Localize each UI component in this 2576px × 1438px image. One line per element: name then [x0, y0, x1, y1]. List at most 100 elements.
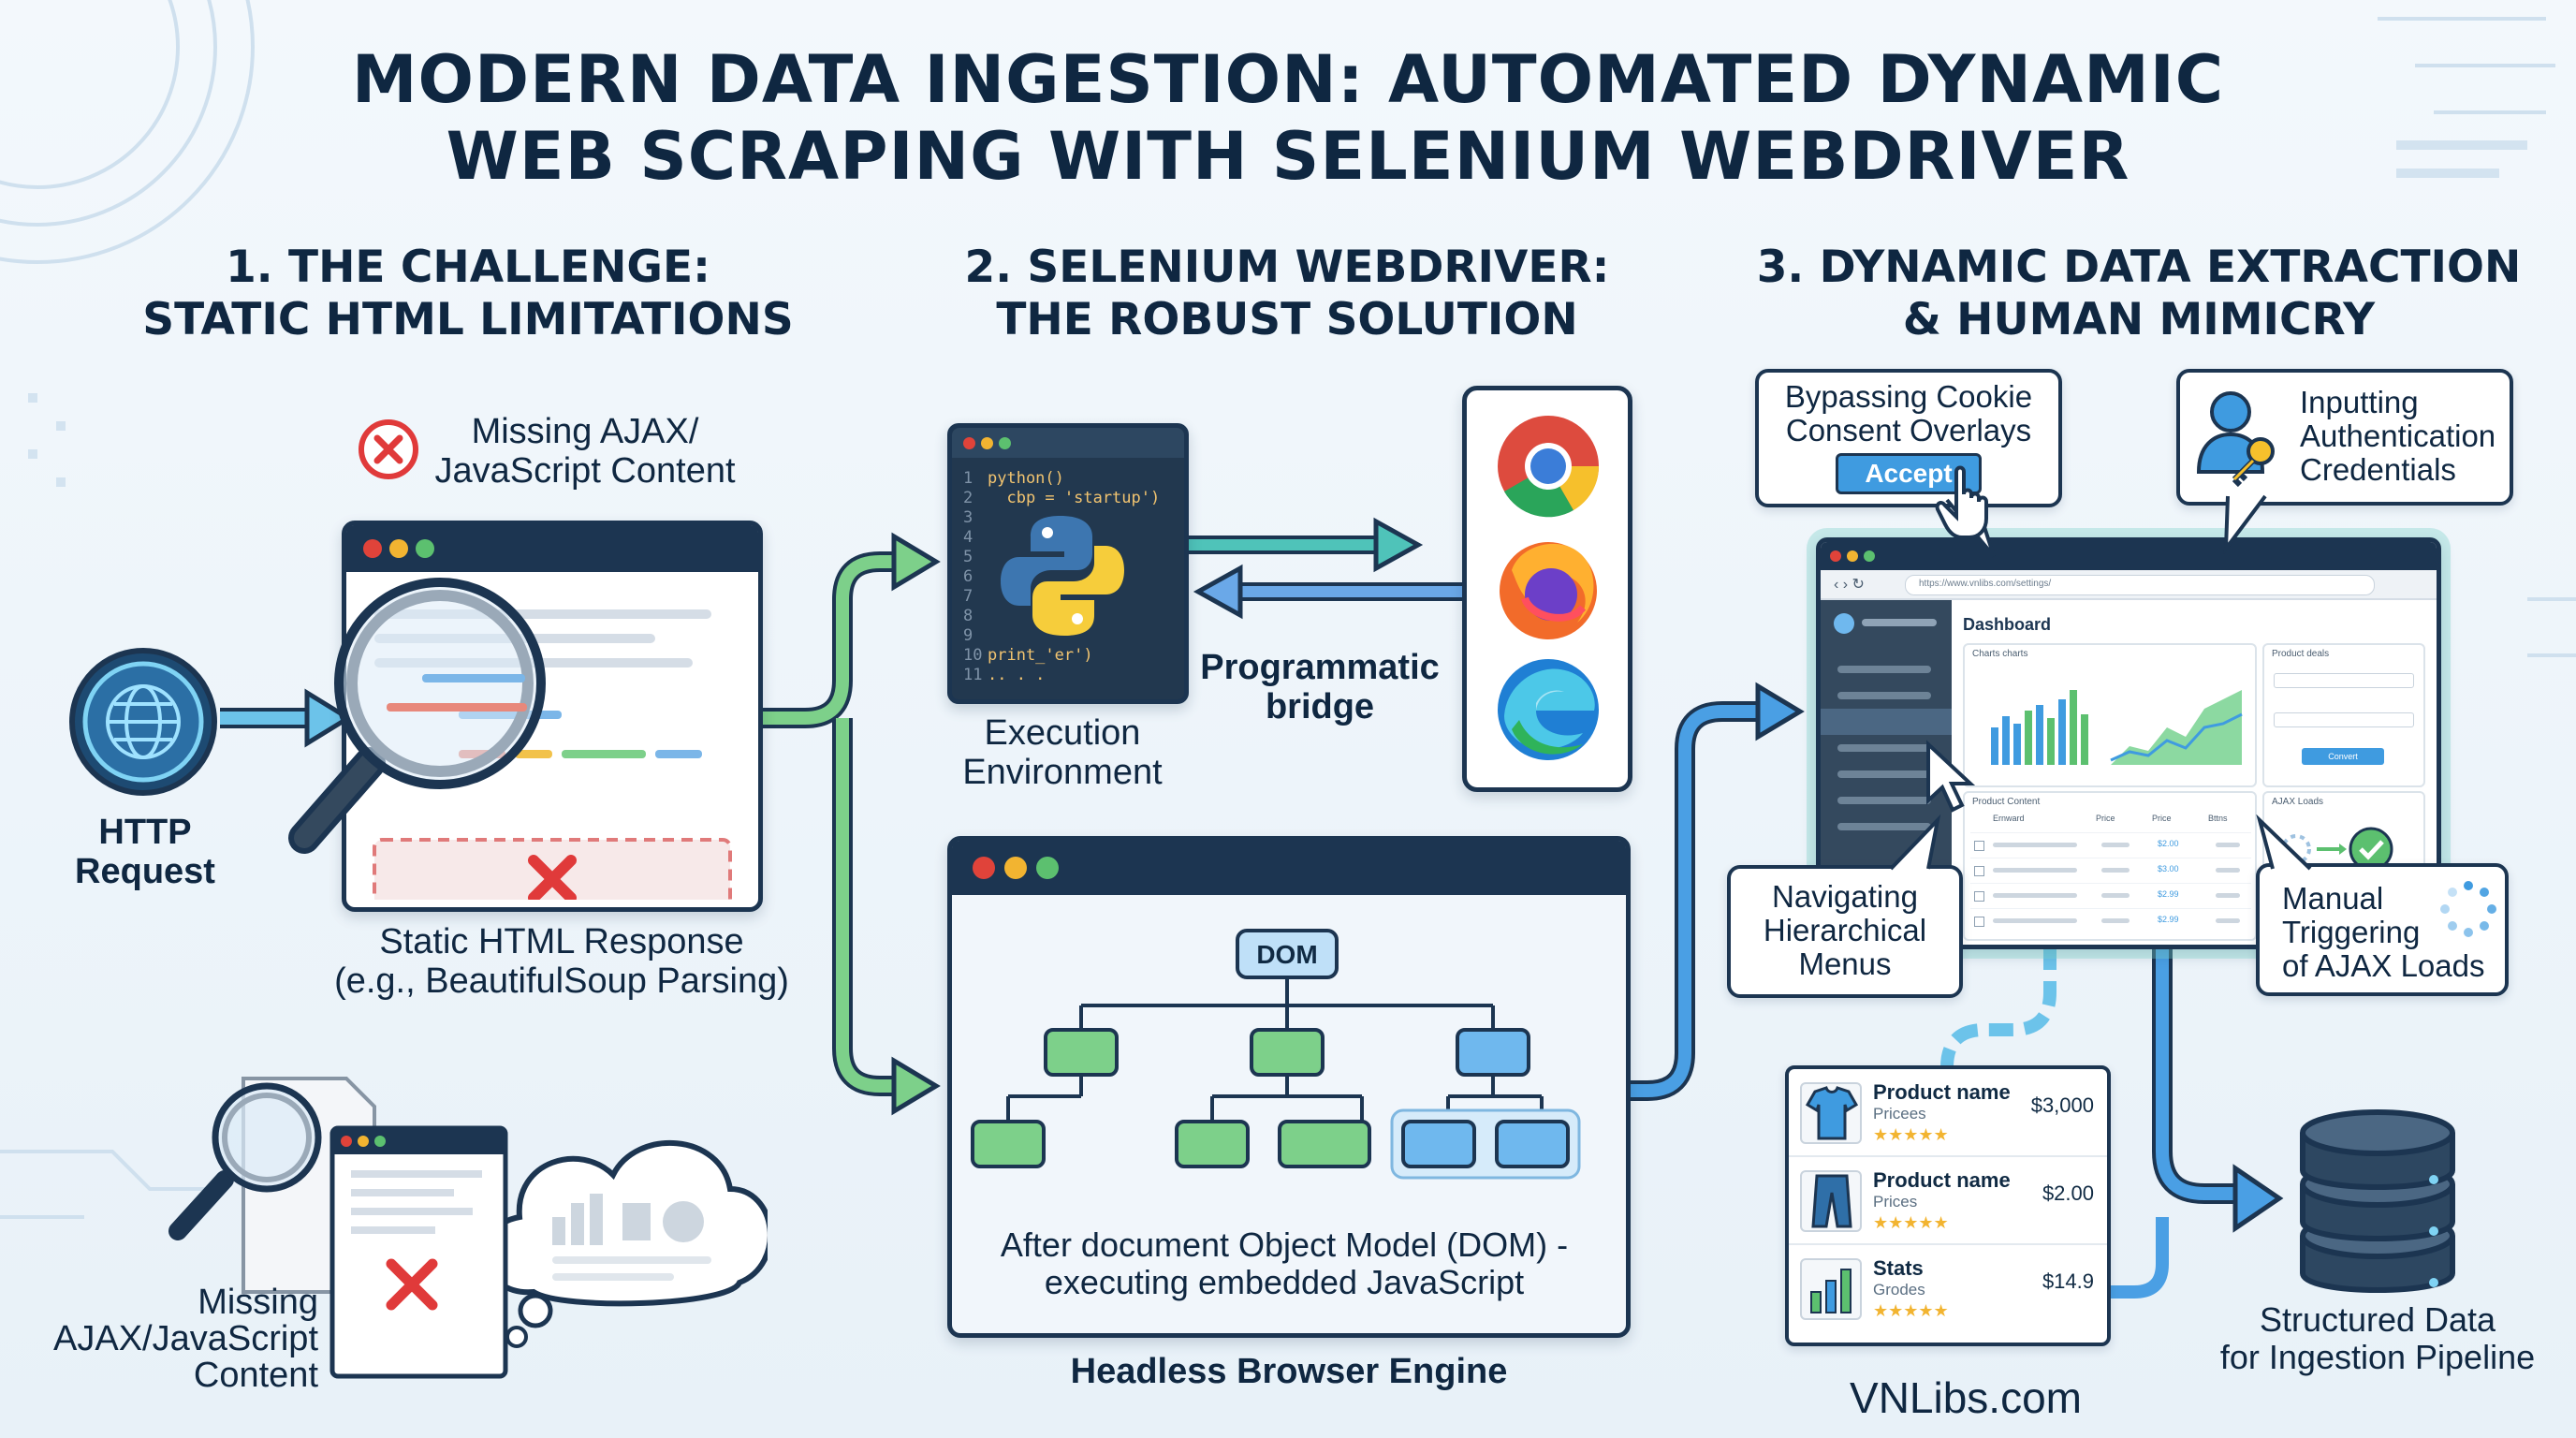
bar-chart-icon: [1810, 1269, 1852, 1313]
code-line-number: 3: [963, 508, 973, 527]
browser-icons-panel: [1462, 386, 1632, 792]
code-line-text: cbp = 'startup'): [988, 489, 1161, 507]
section-1-header: 1. THE CHALLENGE: STATIC HTML LIMITATION…: [140, 242, 796, 346]
structured-data-label: Structured Data for Ingestion Pipeline: [2219, 1300, 2536, 1376]
http-request-label: HTTP Request: [75, 813, 215, 891]
manual-ajax-callout: Manual Triggering of AJAX Loads: [2256, 863, 2509, 996]
callout-pointer-nav: [1889, 814, 1941, 871]
code-line: 11.. . .: [963, 666, 1178, 685]
mini-charts: [1991, 690, 2243, 765]
row-checkbox[interactable]: [1974, 917, 1984, 927]
product-name: Product name: [1873, 1168, 2011, 1192]
table-header-cell: Price: [2096, 814, 2115, 823]
product-price: $2.00: [2042, 1181, 2094, 1205]
headless-titlebar: [952, 841, 1626, 895]
section-3-line-2: & HUMAN MIMICRY: [1902, 294, 2376, 345]
code-line-number: 9: [963, 626, 973, 645]
dashboard-address-bar: ‹ › ↻ https://www.vnlibs.com/settings/: [1821, 570, 2437, 600]
product-price: $14.9: [2042, 1269, 2094, 1293]
charts-card: Charts charts: [1963, 643, 2257, 787]
code-line: 5: [963, 548, 1178, 567]
missing-content-illustration: [168, 1077, 768, 1379]
pants-icon: [1811, 1174, 1852, 1228]
deals-input-1[interactable]: [2274, 673, 2414, 688]
product-thumbnail: [1800, 1258, 1862, 1320]
row-checkbox[interactable]: [1974, 841, 1984, 851]
auth-credentials-callout: Inputting Authentication Credentials: [2176, 369, 2513, 506]
table-header-cell: Price: [2152, 814, 2172, 823]
product-subtitle: Pricees: [1873, 1105, 1926, 1123]
code-line: 2 cbp = 'startup'): [963, 489, 1178, 508]
sidebar-active-item[interactable]: [1821, 709, 1952, 735]
dom-caption: After document Object Model (DOM) - exec…: [1000, 1225, 1569, 1301]
code-line-number: 10: [963, 646, 983, 665]
product-price: $3,000: [2030, 1093, 2094, 1117]
deals-input-2[interactable]: [2274, 712, 2414, 727]
section-3-line-1: 3. DYNAMIC DATA EXTRACTION: [1756, 242, 2522, 293]
product-thumbnail: [1800, 1170, 1862, 1232]
section-2-line-2: THE ROBUST SOLUTION: [996, 294, 1578, 345]
table-cell-price: $2.99: [2158, 915, 2179, 924]
url-field[interactable]: https://www.vnlibs.com/settings/: [1905, 575, 2375, 595]
headless-browser-window: DOM After document Object Model (DOM) - …: [947, 836, 1631, 1338]
table-row[interactable]: $2.99: [1970, 908, 2251, 933]
globe-icon: [69, 648, 217, 796]
table-cell-price: $2.00: [2158, 839, 2179, 848]
mouse-cursor-icon: [1926, 740, 1976, 813]
title-line-2: WEB SCRAPING WITH SELENIUM WEBDRIVER: [446, 118, 2130, 195]
code-line-number: 4: [963, 528, 973, 547]
code-line: 10 print_'er'): [963, 646, 1178, 666]
chrome-icon: [1498, 416, 1600, 518]
green-fork-arrow: [763, 532, 941, 1116]
table-row[interactable]: $3.00: [1970, 858, 2251, 883]
code-line: 7: [963, 587, 1178, 607]
row-checkbox[interactable]: [1974, 891, 1984, 902]
section-1-line-1: 1. THE CHALLENGE:: [226, 242, 710, 293]
table-header-cell: Ernward: [1993, 814, 2025, 823]
headless-browser-label: Headless Browser Engine: [1070, 1352, 1508, 1391]
dom-node-root: DOM: [1256, 940, 1317, 969]
missing-ajax-label-top: Missing AJAX/ JavaScript Content: [434, 412, 736, 491]
code-line: 9: [963, 626, 1178, 646]
bridge-arrows: [1181, 517, 1465, 620]
code-line: 8: [963, 607, 1178, 626]
static-html-response-label: Static HTML Response (e.g., BeautifulSou…: [334, 922, 789, 1001]
table-row[interactable]: $2.00: [1970, 832, 2251, 858]
code-line-text: python(): [988, 469, 1064, 488]
product-deals-card: Product deals Convert: [2262, 643, 2425, 787]
loading-spinner-icon: [2440, 881, 2496, 937]
cookie-consent-callout: Bypassing Cookie Consent Overlays Accept: [1755, 369, 2062, 507]
code-line-number: 5: [963, 548, 973, 566]
edge-icon: [1498, 659, 1599, 760]
star-rating: ★★★★★: [1873, 1213, 1949, 1233]
dashboard-title: Dashboard: [1963, 615, 2052, 634]
star-rating: ★★★★★: [1873, 1301, 1949, 1321]
code-line-text: print_'er'): [988, 646, 1093, 665]
execution-environment-label: Execution Environment: [962, 713, 1163, 792]
error-x-icon: [359, 419, 418, 479]
convert-button[interactable]: Convert: [2302, 748, 2384, 765]
product-subtitle: Grodes: [1873, 1281, 1925, 1299]
callout-pointer-ajax: [2256, 814, 2312, 871]
section-3-header: 3. DYNAMIC DATA EXTRACTION & HUMAN MIMIC…: [1741, 242, 2537, 346]
code-line-number: 11: [963, 666, 983, 684]
database-icon: [2300, 1109, 2455, 1293]
product-name: Stats: [1873, 1256, 1924, 1280]
row-checkbox[interactable]: [1974, 866, 1984, 876]
page-title: MODERN DATA INGESTION: AUTOMATED DYNAMIC…: [0, 41, 2576, 195]
product-subtitle: Prices: [1873, 1193, 1918, 1211]
title-line-1: MODERN DATA INGESTION: AUTOMATED DYNAMIC: [351, 41, 2225, 118]
programmatic-bridge-label: Programmatic bridge: [1200, 648, 1440, 726]
user-key-icon: [2196, 391, 2275, 487]
star-rating: ★★★★★: [1873, 1125, 1949, 1145]
product-thumbnail: [1800, 1082, 1862, 1144]
table-row[interactable]: $2.99: [1970, 883, 2251, 908]
